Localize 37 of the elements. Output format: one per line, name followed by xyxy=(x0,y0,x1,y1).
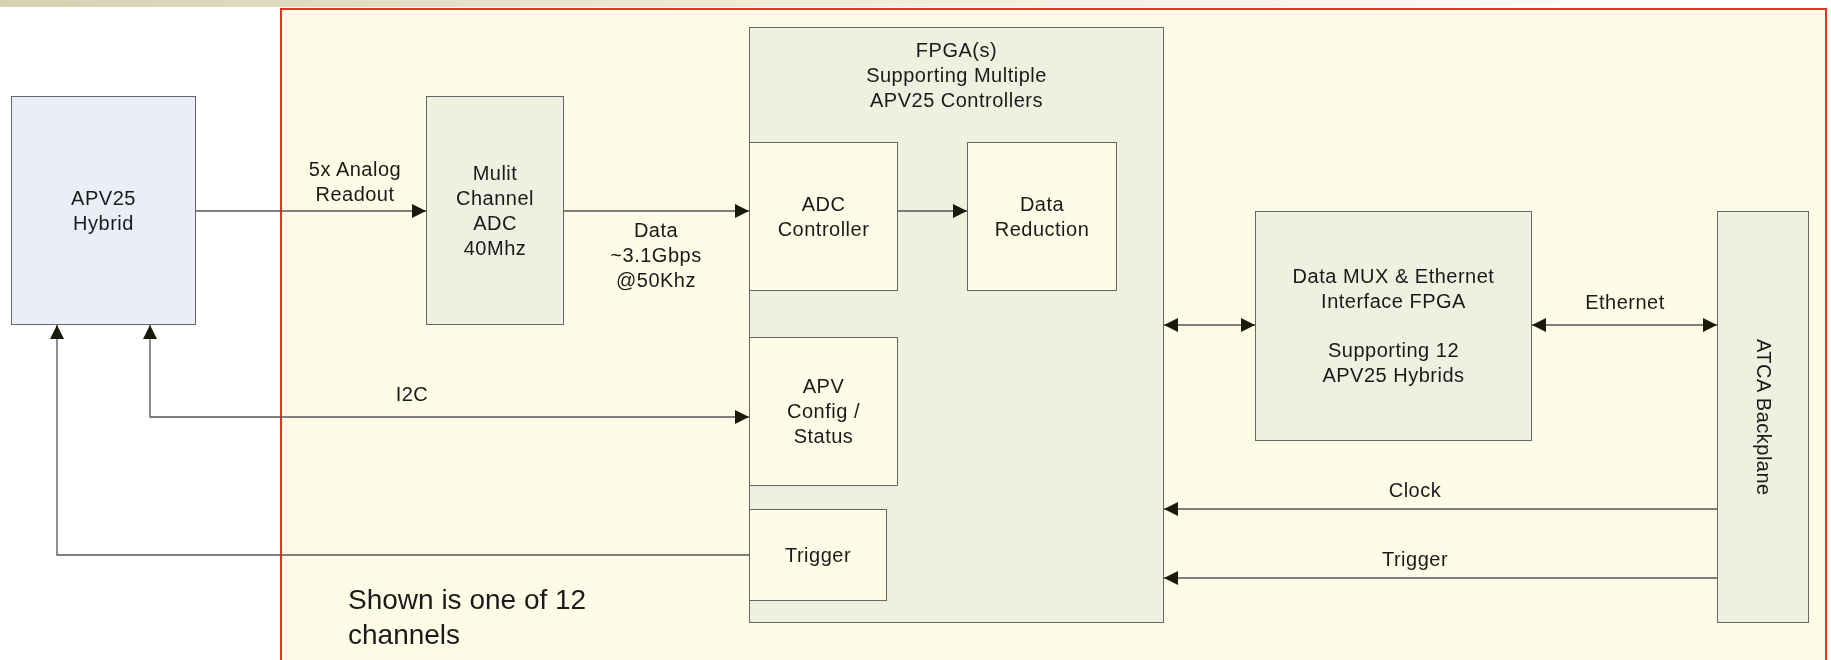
arrow xyxy=(1163,318,1256,332)
block-label: ATCA Backplane xyxy=(1751,337,1776,498)
arrow xyxy=(1531,318,1718,332)
block-label: Mulit Channel ADC 40Mhz xyxy=(455,160,535,261)
block-label: FPGA(s) xyxy=(914,38,999,63)
channel-region xyxy=(280,8,1827,660)
arrow xyxy=(1163,502,1718,516)
reduction-box xyxy=(967,142,1117,291)
block-label: APV Config / Status xyxy=(786,374,861,449)
arrow xyxy=(143,324,750,424)
arrow xyxy=(50,324,750,556)
edge-label: Data ~3.1Gbps @50Khz xyxy=(609,218,703,293)
mux-box xyxy=(1255,211,1532,441)
block-label: ADC Controller xyxy=(776,191,871,242)
config-box xyxy=(749,337,898,486)
block-label: APV25 Hybrid xyxy=(70,185,137,236)
block-label: Data Reduction xyxy=(993,191,1091,242)
arrow xyxy=(1163,571,1718,585)
edge-label: Clock xyxy=(1387,478,1443,503)
backplane-box xyxy=(1717,211,1809,623)
edge-label: I2C xyxy=(394,382,430,407)
edge-label: Trigger xyxy=(1380,547,1450,572)
note-text: Shown is one of 12 channels xyxy=(348,583,588,652)
arrow xyxy=(897,204,968,218)
block-label: Data MUX & Ethernet Interface FPGA xyxy=(1291,264,1496,314)
edge-label: Ethernet xyxy=(1584,290,1666,315)
edge-label: 5x Analog Readout xyxy=(307,157,403,207)
hybrid-box xyxy=(11,96,196,325)
arrow xyxy=(195,204,427,218)
fpga-box xyxy=(749,27,1164,623)
block-label: Supporting Multiple APV25 Controllers xyxy=(865,63,1048,113)
block-label: Supporting 12 APV25 Hybrids xyxy=(1321,338,1466,388)
block-label: Trigger xyxy=(783,542,853,568)
arrow xyxy=(563,204,750,218)
trigger-box xyxy=(749,509,887,601)
controller-box xyxy=(749,142,898,291)
adc-box xyxy=(426,96,564,325)
